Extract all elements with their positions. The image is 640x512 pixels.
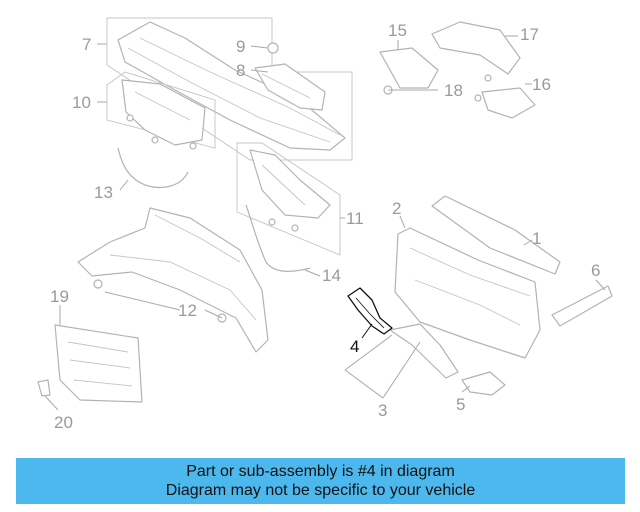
hose-14 <box>245 204 311 272</box>
callout-19: 19 <box>50 287 69 306</box>
part-4-highlighted[interactable] <box>347 287 393 335</box>
callout-15: 15 <box>388 21 407 40</box>
callout-16: 16 <box>532 75 551 94</box>
callout-5: 5 <box>456 395 465 414</box>
caption-line-2: Diagram may not be specific to your vehi… <box>165 482 476 499</box>
cowl-top-panel-group <box>106 17 353 161</box>
callout-11: 11 <box>346 209 364 228</box>
callout-4: 4 <box>350 337 359 356</box>
callout-labels: 1 2 3 4 5 6 7 8 9 10 11 12 13 14 15 16 1… <box>50 21 600 432</box>
part-3 <box>389 323 459 379</box>
callout-12: 12 <box>178 301 197 320</box>
callout-7: 7 <box>82 35 91 54</box>
parts-15-18-group <box>379 21 536 119</box>
callout-3: 3 <box>378 401 387 420</box>
callout-14: 14 <box>322 266 341 285</box>
callout-13: 13 <box>94 183 113 202</box>
callout-17: 17 <box>520 25 539 44</box>
bracket-11-group <box>236 142 341 256</box>
caption-bar: Part or sub-assembly is #4 in diagram Di… <box>16 458 625 504</box>
bracket-10-group <box>106 71 216 150</box>
callout-8: 8 <box>236 61 245 80</box>
callout-10: 10 <box>72 93 91 112</box>
callout-2: 2 <box>392 199 401 218</box>
caption-line-1: Part or sub-assembly is #4 in diagram <box>186 463 455 480</box>
cable-13 <box>117 147 189 188</box>
bracket-6 <box>551 285 613 327</box>
dash-panel-2 <box>394 227 541 359</box>
callout-9: 9 <box>236 37 245 56</box>
leader-lines <box>44 35 606 411</box>
insulator-19 <box>54 324 143 403</box>
part-4-detail <box>355 297 385 329</box>
callout-1: 1 <box>532 229 541 248</box>
cowl-top-1 <box>431 195 561 275</box>
part-5 <box>461 371 506 396</box>
clip-20 <box>37 379 51 397</box>
callout-18: 18 <box>444 81 463 100</box>
callout-6: 6 <box>591 261 600 280</box>
dash-panel-left <box>77 207 269 353</box>
parts-diagram: 1 2 3 4 5 6 7 8 9 10 11 12 13 14 15 16 1… <box>37 17 613 432</box>
callout-20: 20 <box>54 413 73 432</box>
